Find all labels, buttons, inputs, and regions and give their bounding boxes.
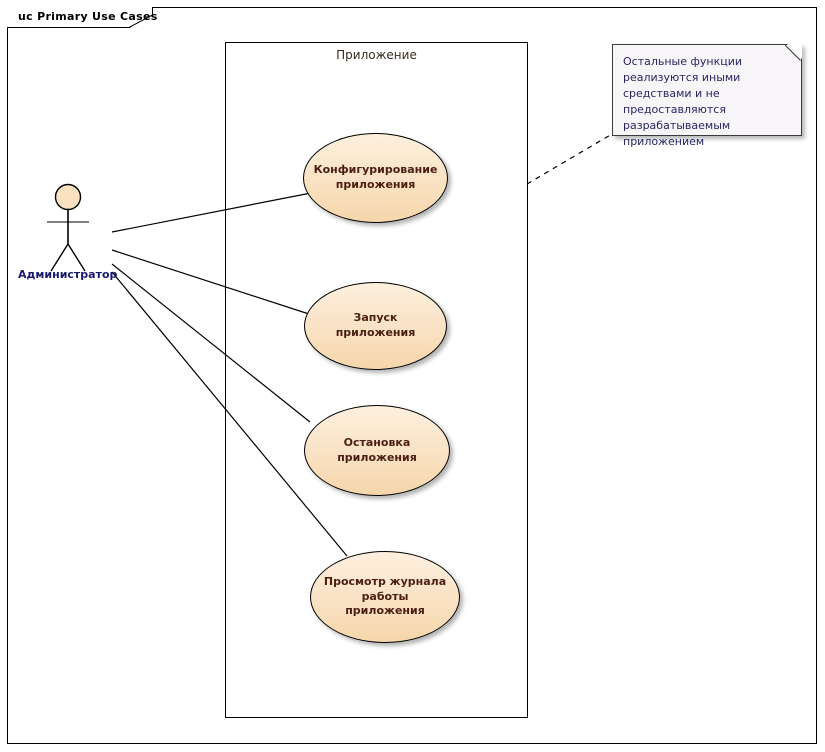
- actor-leg-left-icon: [50, 243, 69, 272]
- note-text: Остальные функции реализуются иными сред…: [623, 55, 743, 148]
- use-case-view-log[interactable]: Просмотр журнала работы приложения: [310, 551, 460, 643]
- actor-administrator[interactable]: [40, 178, 100, 272]
- use-case-configure-label: Конфигурирование приложения: [313, 163, 438, 191]
- use-case-stop[interactable]: Остановка приложения: [304, 405, 450, 496]
- frame-title: uc Primary Use Cases: [18, 10, 158, 23]
- use-case-start[interactable]: Запуск приложения: [304, 282, 447, 370]
- use-case-configure[interactable]: Конфигурирование приложения: [303, 133, 448, 223]
- note-fold-outline-icon: [785, 45, 801, 61]
- note-box[interactable]: Остальные функции реализуются иными сред…: [612, 44, 802, 148]
- actor-leg-right-icon: [67, 243, 86, 272]
- diagram-frame: [7, 7, 817, 744]
- use-case-start-label: Запуск приложения: [335, 311, 416, 339]
- actor-head-icon: [54, 183, 82, 211]
- actor-label: Администратор: [18, 268, 118, 281]
- system-boundary-label: Приложение: [336, 48, 417, 62]
- use-case-stop-label: Остановка приложения: [337, 435, 417, 464]
- use-case-view-log-label: Просмотр журнала работы приложения: [323, 574, 447, 618]
- note-fold-corner-icon: [787, 44, 802, 59]
